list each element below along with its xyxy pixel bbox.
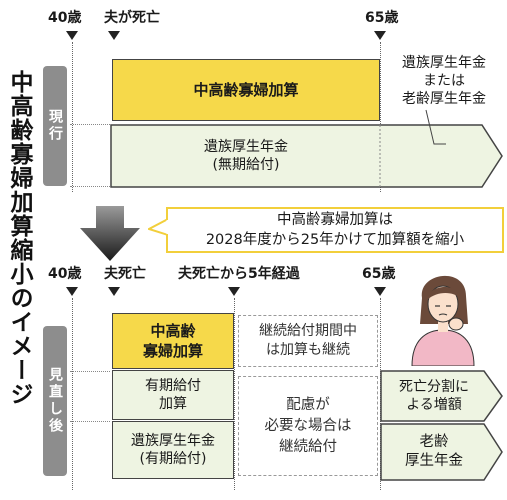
marker-husband-death-current: 夫が死亡 bbox=[104, 10, 160, 26]
fixed-term-bonus-line1: 有期給付 bbox=[145, 378, 201, 394]
consideration-line3: 継続給付 bbox=[279, 438, 337, 455]
consideration-line2: 必要な場合は bbox=[264, 417, 352, 434]
revised-survivor-pension-line1: 遺族厚生年金 bbox=[131, 433, 215, 449]
callout-pointer bbox=[148, 217, 168, 237]
marker-five-years: 夫死亡から5年経過 bbox=[178, 266, 300, 282]
consideration-line1: 配慮が bbox=[286, 396, 330, 413]
continuation-line2: は加算も継続 bbox=[266, 342, 350, 358]
current-widow-bonus-label: 中高齢寡婦加算 bbox=[193, 81, 299, 99]
guide-line bbox=[72, 298, 73, 490]
after65-line1: 遺族厚生年金 bbox=[402, 55, 486, 71]
current-after65-text: 遺族厚生年金 または 老齢厚生年金 bbox=[384, 54, 504, 108]
death-split-text: 死亡分割に よる増額 bbox=[382, 372, 486, 420]
after65-line2: または bbox=[423, 73, 465, 89]
old-age-pension-arrow bbox=[380, 423, 503, 481]
revised-survivor-pension-box: 遺族厚生年金 (有期給付) bbox=[112, 421, 234, 479]
guide-line bbox=[70, 421, 110, 422]
marker-triangle-icon bbox=[108, 287, 120, 296]
continuation-note: 継続給付期間中 は加算も継続 bbox=[238, 315, 378, 367]
death-split-arrow bbox=[380, 370, 503, 422]
marker-age65-current: 65歳 bbox=[365, 10, 399, 26]
transition-arrow-icon bbox=[80, 206, 140, 261]
marker-triangle-icon bbox=[66, 287, 78, 296]
marker-age40-current: 40歳 bbox=[48, 10, 82, 26]
pointer-line bbox=[425, 109, 446, 145]
current-widow-bonus-box: 中高齢寡婦加算 bbox=[112, 59, 380, 121]
consideration-note: 配慮が 必要な場合は 継続給付 bbox=[238, 376, 378, 476]
marker-age65-revised: 65歳 bbox=[362, 266, 396, 282]
guide-line bbox=[234, 298, 235, 490]
death-split-line2: よる増額 bbox=[406, 397, 462, 413]
callout-line2: 2028年度から25年かけて加算額を縮小 bbox=[205, 232, 465, 248]
marker-triangle-icon bbox=[374, 287, 386, 296]
revised-survivor-pension-line2: (有期給付) bbox=[139, 451, 207, 467]
woman-illustration bbox=[411, 275, 475, 366]
fixed-term-bonus-box: 有期給付 加算 bbox=[112, 370, 234, 420]
old-age-line1: 老齢 bbox=[419, 434, 449, 450]
old-age-line2: 厚生年金 bbox=[405, 453, 463, 469]
callout-line1: 中高齢寡婦加算は bbox=[277, 212, 393, 228]
revised-widow-bonus-box: 中高齢 寡婦加算 bbox=[112, 313, 234, 369]
guide-line bbox=[70, 186, 110, 187]
current-survivor-pension: 遺族厚生年金 (無期給付) bbox=[112, 129, 380, 183]
guide-line bbox=[70, 124, 110, 125]
guide-line bbox=[72, 42, 73, 192]
marker-triangle-icon bbox=[228, 287, 240, 296]
revised-widow-bonus-line2: 寡婦加算 bbox=[142, 342, 203, 360]
current-survivor-pension-line1: 遺族厚生年金 bbox=[204, 139, 288, 155]
current-pension-arrow bbox=[110, 124, 503, 188]
marker-triangle-icon bbox=[108, 31, 120, 40]
marker-husband-death-revised: 夫死亡 bbox=[104, 266, 146, 282]
revised-widow-bonus-line1: 中高齢 bbox=[150, 322, 196, 340]
current-survivor-pension-line2: (無期給付) bbox=[212, 157, 280, 173]
marker-triangle-icon bbox=[374, 31, 386, 40]
after65-line3: 老齢厚生年金 bbox=[402, 91, 486, 107]
current-tag: 現行 bbox=[43, 66, 67, 186]
fixed-term-bonus-line2: 加算 bbox=[159, 396, 187, 412]
death-split-line1: 死亡分割に bbox=[399, 379, 469, 395]
old-age-pension-text: 老齢 厚生年金 bbox=[382, 425, 486, 479]
marker-triangle-icon bbox=[66, 31, 78, 40]
change-callout: 中高齢寡婦加算は 2028年度から25年かけて加算額を縮小 bbox=[166, 207, 504, 253]
guide-line bbox=[380, 42, 381, 192]
guide-line bbox=[70, 371, 110, 372]
marker-age40-revised: 40歳 bbox=[48, 266, 82, 282]
continuation-line1: 継続給付期間中 bbox=[259, 323, 357, 339]
revised-tag: 見直し後 bbox=[43, 326, 67, 476]
diagram-title: 中高齢寡婦加算縮小のイメージ bbox=[6, 70, 32, 406]
